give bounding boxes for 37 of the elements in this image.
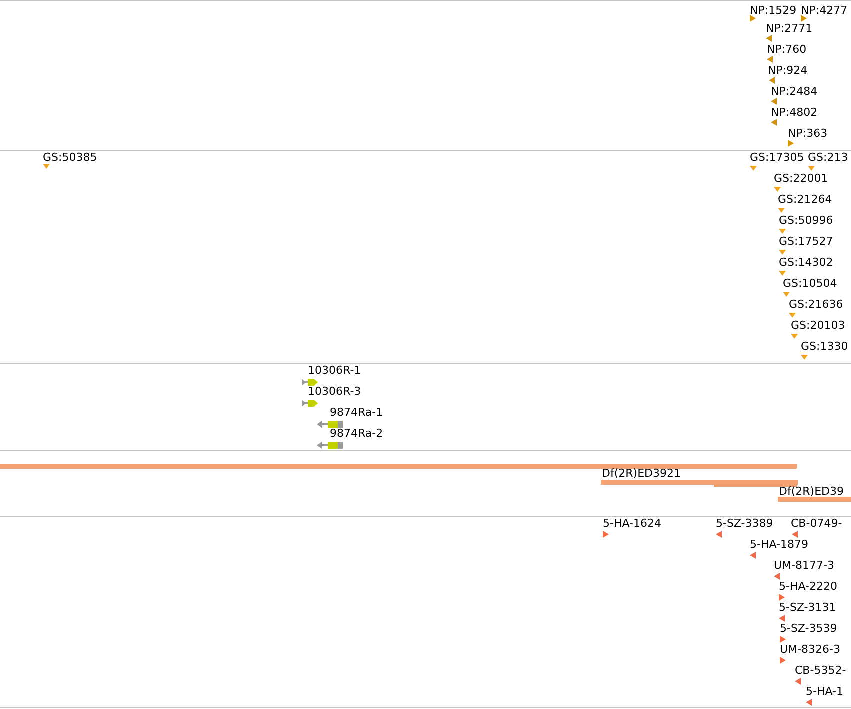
feature-label: NP:2484 [771, 85, 818, 98]
feature-label: NP:760 [767, 43, 807, 56]
feature-label: NP:924 [768, 64, 808, 77]
feature-label: 5-HA-1879 [750, 538, 808, 551]
feature-label: UM-8177-3 [774, 559, 834, 572]
feature-label: NP:4802 [771, 106, 818, 119]
feature-label: 9874Ra-1 [330, 406, 384, 419]
feature-label: GS:17305 [750, 151, 804, 164]
feature-label: GS:10504 [783, 277, 838, 290]
feature-label: NP:4277 [801, 4, 848, 17]
feature-label: CB-5352- [795, 664, 846, 677]
feature-label: 5-HA-1 [806, 685, 844, 698]
feature-label: UM-8326-3 [780, 643, 840, 656]
feature-label: GS:21264 [778, 193, 832, 206]
feature-label: 5-HA-2220 [779, 580, 838, 593]
feature-label: GS:14302 [779, 256, 834, 269]
feature-label: Df(2R)ED39 [779, 485, 844, 498]
feature-label: GS:213 [808, 151, 848, 164]
feature-label: 10306R-1 [308, 364, 362, 377]
feature-label: GS:50385 [43, 151, 98, 164]
feature-label: 9874Ra-2 [330, 427, 384, 440]
feature-label: GS:21636 [789, 298, 844, 311]
feature-label: GS:17527 [779, 235, 834, 248]
feature-label: NP:363 [788, 127, 828, 140]
feature-label: 10306R-3 [308, 385, 362, 398]
feature-label: NP:1529 [750, 4, 797, 17]
feature-label: Df(2R)ED3921 [602, 467, 681, 480]
feature-label: CB-0749- [791, 517, 842, 530]
feature-label: 5-SZ-3389 [716, 517, 774, 530]
feature-label: GS:1330 [801, 340, 848, 353]
feature-label: 5-SZ-3539 [780, 622, 838, 635]
feature-label: GS:22001 [774, 172, 828, 185]
feature-label: GS:50996 [779, 214, 834, 227]
feature-label: 5-HA-1624 [603, 517, 662, 530]
feature-label: NP:2771 [766, 22, 813, 35]
feature-label: 5-SZ-3131 [779, 601, 836, 614]
feature-label: GS:20103 [791, 319, 846, 332]
